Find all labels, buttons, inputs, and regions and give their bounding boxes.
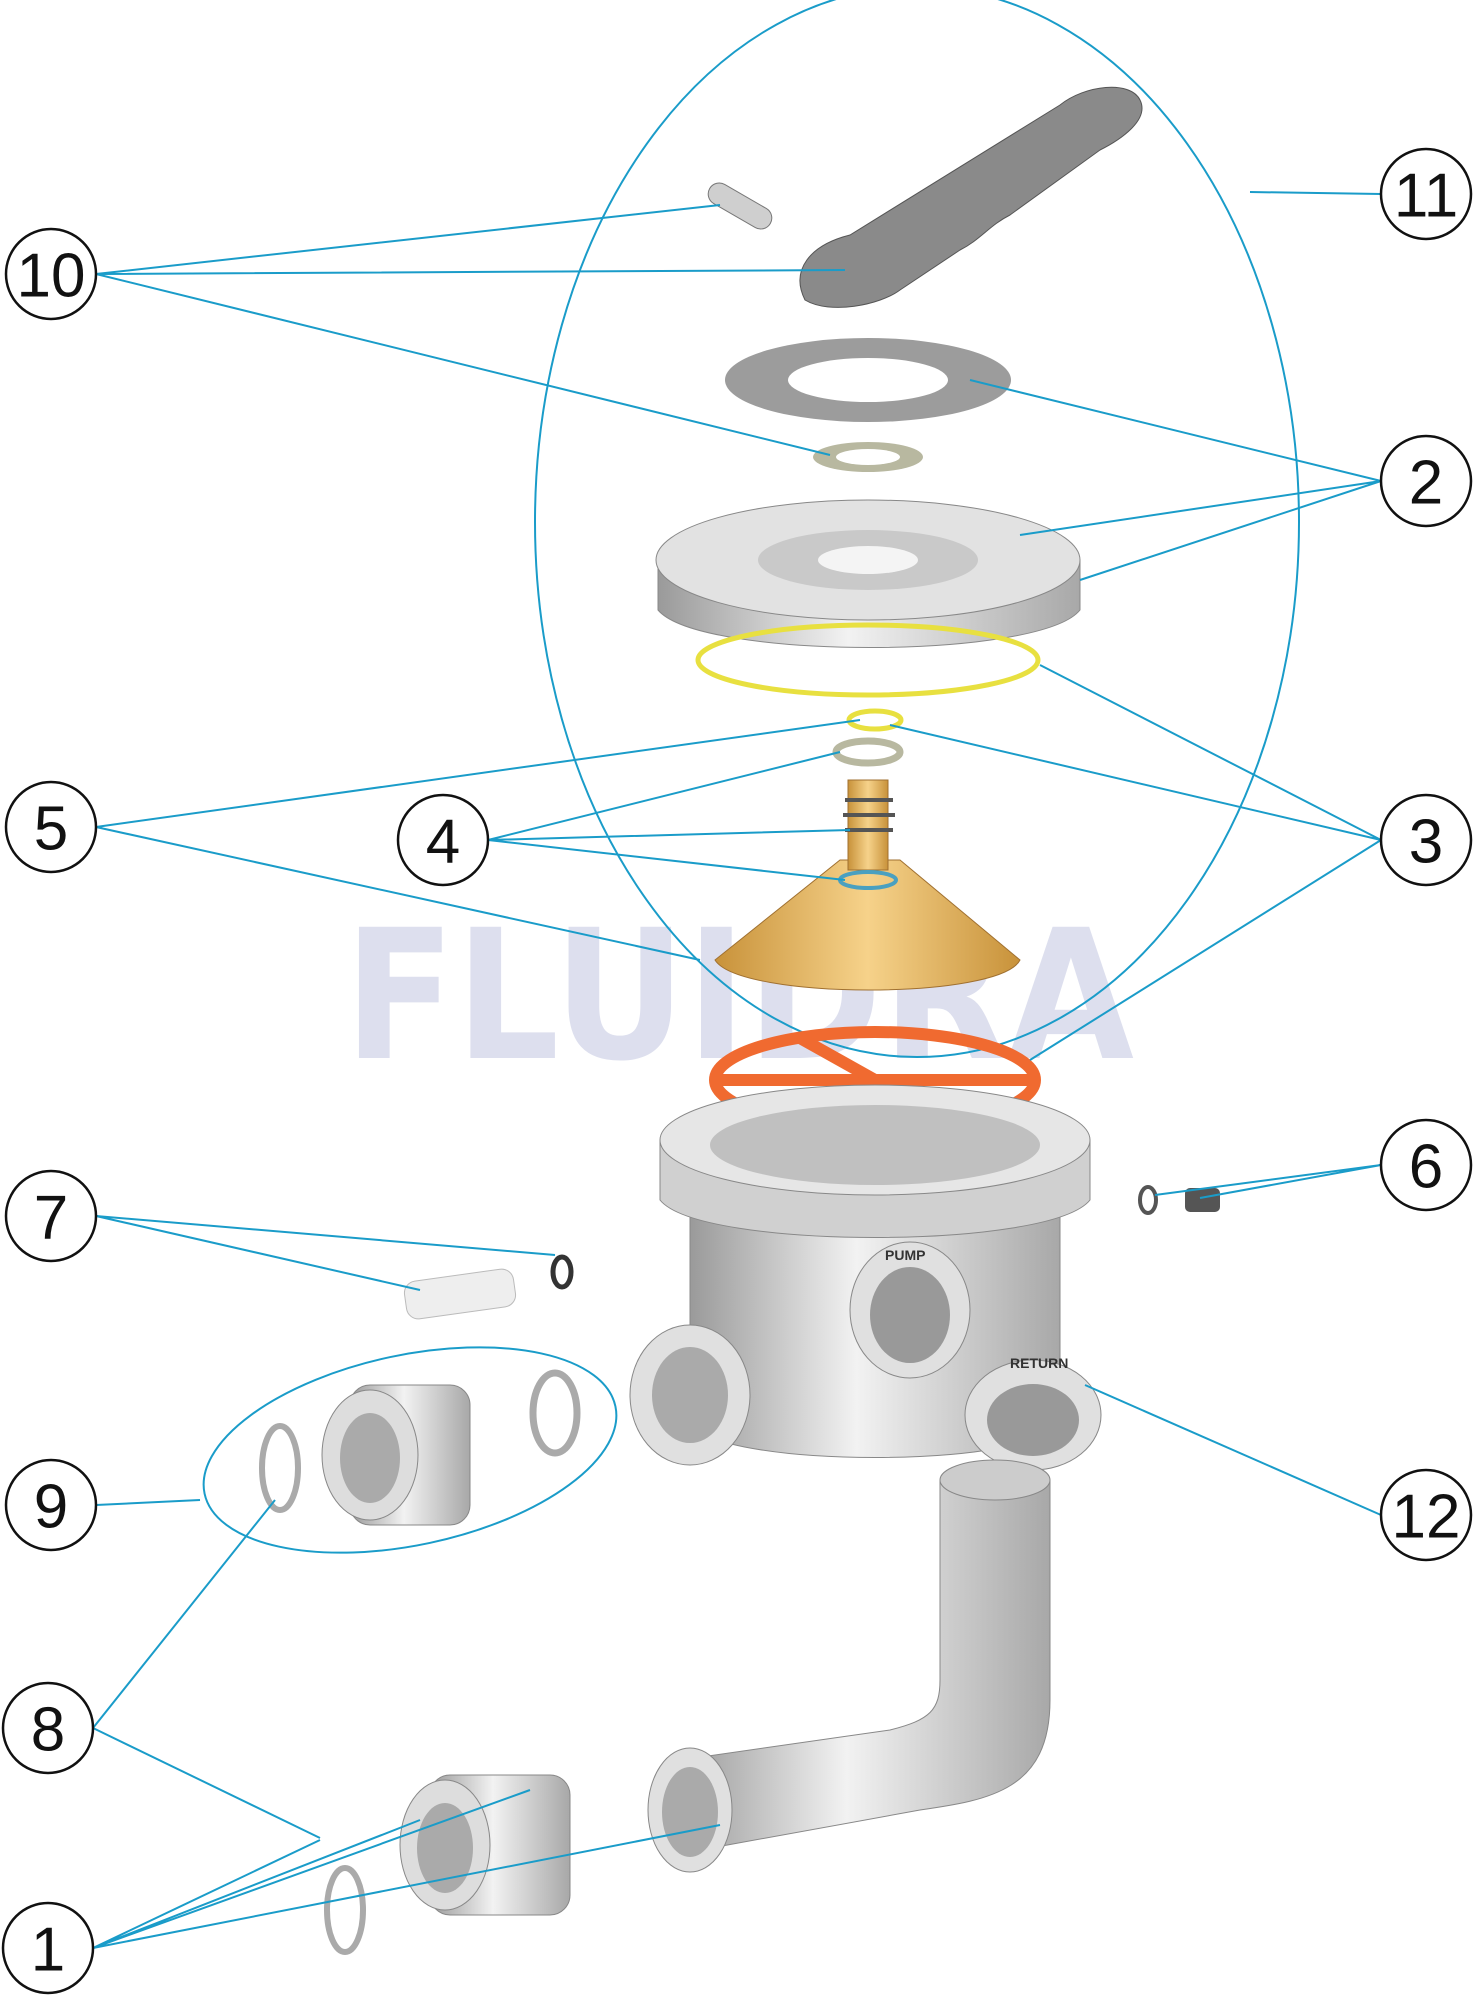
callout-8: 8 [1,1681,95,1775]
svg-text:2: 2 [1409,449,1443,518]
small-oring [846,708,904,732]
svg-text:7: 7 [34,1184,68,1253]
washer [836,449,900,465]
callout-6: 6 [1379,1118,1473,1212]
valve-body: PUMP RETURN [629,1084,1102,1471]
svg-text:8: 8 [31,1696,65,1765]
callout-5: 5 [4,780,98,874]
callout-3: 3 [1379,793,1473,887]
svg-text:4: 4 [426,808,460,877]
port-label-pump: PUMP [885,1247,925,1263]
svg-text:11: 11 [1394,162,1458,231]
union-9 [259,1369,581,1526]
handle [707,86,1143,308]
port-label-return: RETURN [1010,1355,1068,1371]
svg-text:1: 1 [31,1916,65,1985]
pipe-elbow [647,1459,1051,1873]
lid-oring [695,622,1041,698]
svg-text:12: 12 [1392,1483,1461,1552]
valve-lid [655,499,1081,648]
diverter [714,779,1021,991]
plug-7 [403,1254,574,1320]
callout-9: 9 [4,1458,98,1552]
union-1 [324,1774,571,1955]
spacer-washer [832,737,904,767]
svg-text:5: 5 [34,795,68,864]
svg-text:3: 3 [1409,808,1443,877]
callout-7: 7 [4,1169,98,1263]
group-outline-11 [534,0,1300,1058]
callout-10: 10 [4,227,98,321]
callout-1: 1 [1,1901,95,1995]
callout-11: 11 [1379,147,1473,241]
callout-12: 12 [1379,1468,1473,1562]
callout-4: 4 [396,793,490,887]
svg-text:6: 6 [1409,1133,1443,1202]
svg-text:9: 9 [34,1473,68,1542]
drain-plug [1138,1185,1220,1215]
callout-2: 2 [1379,434,1473,528]
leader-lines [92,191,1382,1949]
svg-text:10: 10 [17,242,86,311]
pin [707,182,773,230]
group-outline-9 [202,1346,618,1554]
